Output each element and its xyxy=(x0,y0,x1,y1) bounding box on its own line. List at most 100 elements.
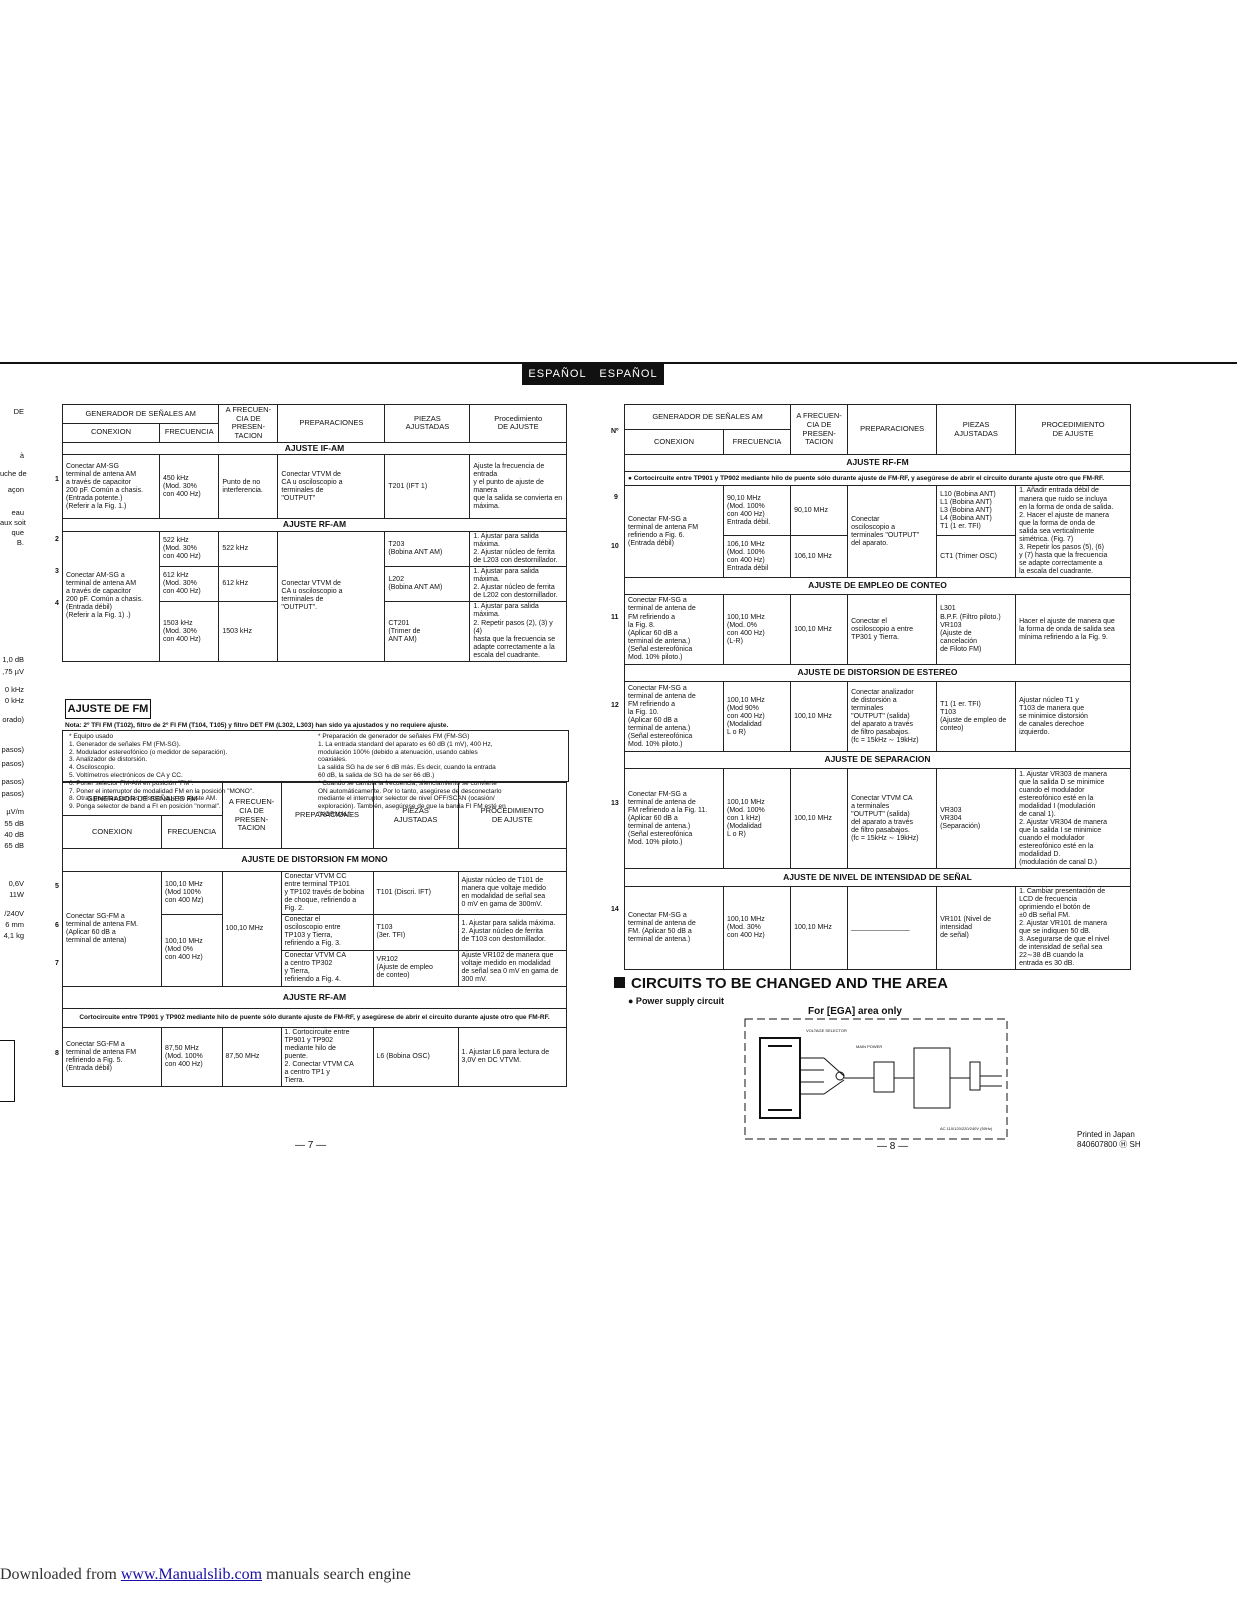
step-number: 13 xyxy=(611,800,619,807)
cell-presentation: Punto de no interferencia. xyxy=(218,454,279,520)
col-header-parts: PIEZAS AJUSTADAS xyxy=(372,781,459,850)
cell-presentation: 100,10 MHz xyxy=(790,768,849,870)
cell-parts: CT201 (Trimer de ANT AM) xyxy=(384,601,471,662)
left-fragment: orado) xyxy=(2,715,24,724)
cell-presentation: 87,50 MHz xyxy=(221,1026,282,1088)
language-banner: ESPAÑOL ESPAÑOL xyxy=(522,363,664,385)
left-fragment: eau xyxy=(11,508,24,517)
left-fragment: B. xyxy=(16,538,24,547)
step-number: 14 xyxy=(611,906,619,913)
cell-frequency: 100,10 MHz (Mod 90% con 400 Hz) (Modalid… xyxy=(722,681,792,753)
cell-presentation: 106,10 MHz xyxy=(790,535,849,578)
am-adjustment-table: GENERADOR DE SEÑALES AM A FRECUEN- CIA D… xyxy=(61,404,567,662)
left-fragment: açon xyxy=(7,485,24,494)
cell-frequency: 612 kHz (Mod. 30% con 400 Hz) xyxy=(158,566,220,603)
table-row: 612 kHz (Mod. 30% con 400 Hz) 612 kHz L2… xyxy=(63,566,567,603)
col-header-procedure: PROCEDIMIENTO DE AJUSTE xyxy=(1015,403,1131,456)
cell-connection: Conectar FM-SG a terminal de antena de F… xyxy=(624,681,724,753)
download-footer: Downloaded from www.Manualslib.com manua… xyxy=(0,1566,411,1584)
cell-procedure: Hacer el ajuste de manera que la forma d… xyxy=(1015,594,1131,666)
printed-line-1: Printed in Japan xyxy=(1077,1130,1135,1139)
cell-parts: L202 (Bobina ANT AM) xyxy=(384,566,471,603)
footer-prefix: Downloaded from xyxy=(0,1566,121,1583)
page-number-left: — 7 — xyxy=(295,1140,327,1151)
fm-section-title: AJUSTE DE FM xyxy=(65,699,151,719)
page-number-right: — 8 — xyxy=(877,1141,909,1152)
ac-input-label: AC 110/120/220/240V (50Hz) xyxy=(940,1126,993,1131)
step-number: 11 xyxy=(611,614,619,621)
cell-presentation: 1503 kHz xyxy=(218,601,279,662)
section-header-rf-am: AJUSTE RF-AM xyxy=(62,985,567,1010)
cell-parts: T203 (Bobina ANT AM) xyxy=(384,531,471,568)
cell-connection: Conectar SG-FM a terminal de antena FM. … xyxy=(62,870,162,987)
cell-parts: VR102 (Ajuste de empleo de conteo) xyxy=(372,949,459,987)
cell-preparations: Conectar VTVM de CA u osciloscopio a ter… xyxy=(277,454,386,520)
cell-procedure: Ajuste VR102 de manera que voltaje medid… xyxy=(457,949,568,987)
table-row: Conectar FM-SG a terminal de antena de F… xyxy=(624,681,1131,753)
left-fragment: pasos) xyxy=(1,789,24,798)
circuits-heading: CIRCUITS TO BE CHANGED AND THE AREA xyxy=(614,975,948,992)
step-number: 7 xyxy=(55,960,59,967)
left-fragment: 6 mm xyxy=(5,920,24,929)
left-edge-box xyxy=(0,1040,15,1102)
left-fragment: que xyxy=(11,528,24,537)
manualslib-link[interactable]: www.Manualslib.com xyxy=(120,1566,263,1583)
col-header-parts: PIEZAS AJUSTADAS xyxy=(936,403,1017,456)
left-fragment: 0,6V xyxy=(8,879,24,888)
cell-frequency: 522 kHz (Mod. 30% con 400 Hz) xyxy=(158,531,220,568)
col-header-preparations: PREPARACIONES xyxy=(847,403,938,456)
cell-frequency: 100,10 MHz (Mod. 30% con 400 Hz) xyxy=(722,885,792,971)
fm-adjustment-table: GENERADOR DE SEÑALES FM A FRECUEN- CIA D… xyxy=(62,781,568,1088)
col-header-presentation-freq: A FRECUEN- CIA DE PRESEN- TACION xyxy=(218,404,279,443)
cell-preparations: _______________ xyxy=(847,885,938,971)
cell-presentation: 522 kHz xyxy=(218,531,279,568)
voltage-selector-label: VOLTAGE SELECTOR xyxy=(806,1028,847,1033)
banner-label-1: ESPAÑOL xyxy=(528,368,587,380)
left-fragment: 40 dB xyxy=(4,830,24,839)
left-fragment: aux soit xyxy=(0,518,26,527)
col-header-parts: PIEZAS AJUSTADAS xyxy=(384,404,471,443)
cell-procedure: Ajuste la frecuencia de entrada y el pun… xyxy=(469,454,567,520)
step-number: 6 xyxy=(55,922,59,929)
fm-note: Nota: 2º TFI FM (T102), filtro de 2º FI … xyxy=(65,722,449,729)
col-header-preparations: PREPARACIONES xyxy=(277,404,386,443)
step-number: 3 xyxy=(55,568,59,575)
printed-info: Printed in Japan 840607800 Ⓗ SH xyxy=(1077,1130,1141,1151)
cell-connection: Conectar AM-SG a terminal de antena AM a… xyxy=(62,531,160,662)
col-header-presentation-freq: A FRECUEN- CIA DE PRESEN- TACION xyxy=(790,403,849,456)
cell-procedure: 1. Ajustar para salida máxima. 2. Ajusta… xyxy=(457,913,568,951)
cell-parts: L301 B.P.F. (Filtro piloto.) VR103 (Ajus… xyxy=(936,594,1017,666)
cell-frequency: 90,10 MHz (Mod. 100% con 400 Hz) Entrada… xyxy=(722,485,792,537)
cell-procedure: 1. Ajustar L6 para lectura de 3,0V en DC… xyxy=(457,1026,568,1088)
cell-parts: L6 (Bobina OSC) xyxy=(372,1026,459,1088)
equipment-box: * Equipo usado 1. Generador de señales F… xyxy=(62,730,569,818)
step-number: 10 xyxy=(611,543,619,550)
col-header-connection: CONEXION xyxy=(62,422,160,443)
cell-procedure: 1. Ajustar para salida máxima. 2. Repeti… xyxy=(469,601,567,662)
cell-frequency: 100,10 MHz (Mod. 0% con 400 Hz) (L-R) xyxy=(722,594,792,666)
cell-presentation: 612 kHz xyxy=(218,566,279,603)
banner-label-2: ESPAÑOL xyxy=(599,368,658,380)
cell-presentation: 100,10 MHz xyxy=(221,870,282,987)
cell-presentation: 100,10 MHz xyxy=(790,681,849,753)
cell-parts: VR101 (Nivel de intensidad de señal) xyxy=(936,885,1017,971)
col-header-frequency: FRECUENCIA xyxy=(158,422,220,443)
left-fragment: 11W xyxy=(9,890,24,899)
col-header-generator: GENERADOR DE SEÑALES FM xyxy=(62,781,223,817)
left-fragment: 0 kHz xyxy=(4,696,24,705)
left-fragment: 65 dB xyxy=(4,841,24,850)
table-row: Conectar FM-SG a terminal de antena de F… xyxy=(624,594,1131,666)
cell-frequency: 450 kHz (Mod. 30% con 400 Hz) xyxy=(158,454,220,520)
cell-preparations: Conectar VTVM CA a centro TP302 y Tierra… xyxy=(280,949,374,987)
section-header-rf-am: AJUSTE RF-AM xyxy=(62,518,567,533)
area-label: For [EGA] area only xyxy=(808,1006,902,1017)
table-row: Conectar SG-FM a terminal de antena FM r… xyxy=(62,1026,568,1088)
cell-parts: T1 (1 er. TFI) T103 (Ajuste de empleo de… xyxy=(936,681,1017,753)
left-fragment: 55 dB xyxy=(4,819,24,828)
col-header-frequency: FRECUENCIA xyxy=(161,815,223,850)
left-fragment: µV/m xyxy=(6,807,24,816)
section-header-if-am: AJUSTE IF-AM xyxy=(62,441,567,456)
section-header-rf-fm: AJUSTE RF-FM xyxy=(624,454,1131,473)
table-row: 1503 kHz (Mod. 30% con 400 Hz) 1503 kHz … xyxy=(63,601,567,662)
col-header-connection: CONEXION xyxy=(624,429,724,456)
